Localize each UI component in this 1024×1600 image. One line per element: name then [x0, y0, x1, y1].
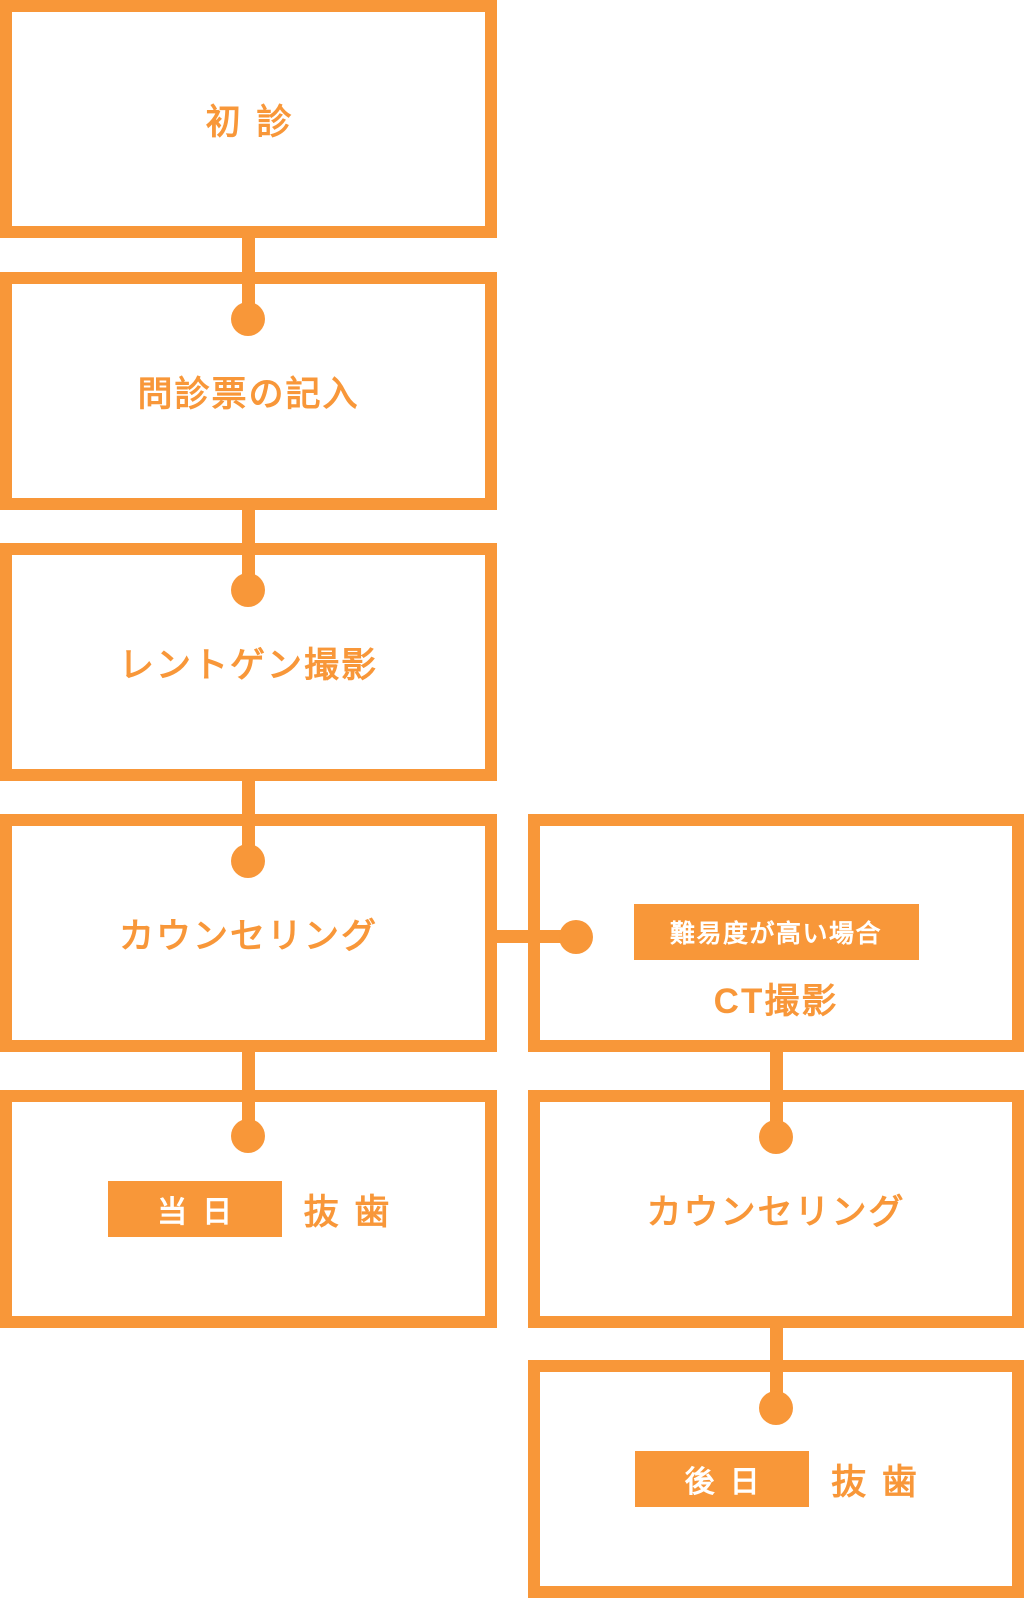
connector-line-4	[242, 1052, 255, 1136]
step-counseling-label: カウンセリング	[118, 916, 378, 956]
connector-dot-1	[231, 302, 265, 336]
connector-line-branch	[485, 930, 576, 943]
connector-dot-5	[759, 1120, 793, 1154]
step-counseling-2: カウンセリング	[528, 1090, 1024, 1328]
connector-dot-4	[231, 1119, 265, 1153]
connector-line-5	[770, 1052, 783, 1137]
difficulty-badge: 難易度が高い場合	[633, 904, 919, 960]
connector-line-2	[242, 510, 255, 590]
connector-line-3	[242, 781, 255, 861]
connector-dot-branch	[559, 920, 593, 954]
step-later-day-extraction: 後日 抜歯	[528, 1360, 1024, 1598]
connector-dot-2	[231, 573, 265, 607]
step-ct-scan-label: CT撮影	[713, 982, 839, 1021]
same-day-badge: 当日	[107, 1181, 282, 1237]
step-later-day-extraction-label: 抜歯	[831, 1462, 933, 1502]
connector-dot-6	[759, 1391, 793, 1425]
connector-dot-3	[231, 844, 265, 878]
step-counseling-2-label: カウンセリング	[646, 1192, 906, 1232]
step-same-day-extraction-label: 抜歯	[303, 1192, 406, 1232]
step-questionnaire-label: 問診票の記入	[137, 374, 360, 414]
step-ct-scan: 難易度が高い場合 CT撮影	[528, 814, 1024, 1052]
later-day-badge: 後日	[635, 1451, 810, 1507]
step-first-visit-label: 初診	[205, 102, 308, 142]
step-first-visit: 初診	[0, 0, 497, 238]
connector-line-6	[770, 1328, 783, 1408]
step-xray-label: レントゲン撮影	[118, 645, 378, 685]
connector-line-1	[242, 238, 255, 319]
